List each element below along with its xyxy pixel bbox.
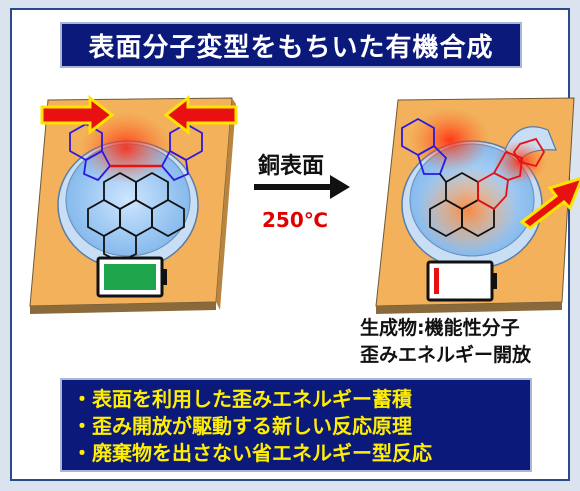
reaction-arrow-icon [254,175,350,199]
release-glow [410,108,490,172]
right-molecule [401,117,546,238]
summary-box: ・表面を利用した歪みエネルギー蓄積 ・歪み開放が駆動する新しい反応原理 ・廃棄物… [60,378,532,472]
push-arrow-left [40,94,115,136]
summary-bullet: ・歪み開放が駆動する新しい反応原理 [72,414,412,438]
condition-surface-label: 銅表面 [258,154,325,179]
product-glow [418,166,518,254]
summary-bullet: ・表面を利用した歪みエネルギー蓄積 [72,387,412,411]
battery-full-icon [96,256,167,298]
summary-bullet: ・廃棄物を出さない省エネルギー型反応 [72,441,432,465]
release-arrow-icon [519,177,580,230]
battery-empty-icon [426,260,497,302]
product-label: 生成物:機能性分子 [360,317,520,339]
push-arrow-right [163,94,238,136]
condition-temperature-label: 250℃ [262,208,328,232]
strain-release-label: 歪みエネルギー開放 [360,344,532,366]
figure-title: 表面分子変型をもちいた有機合成 [60,22,522,68]
